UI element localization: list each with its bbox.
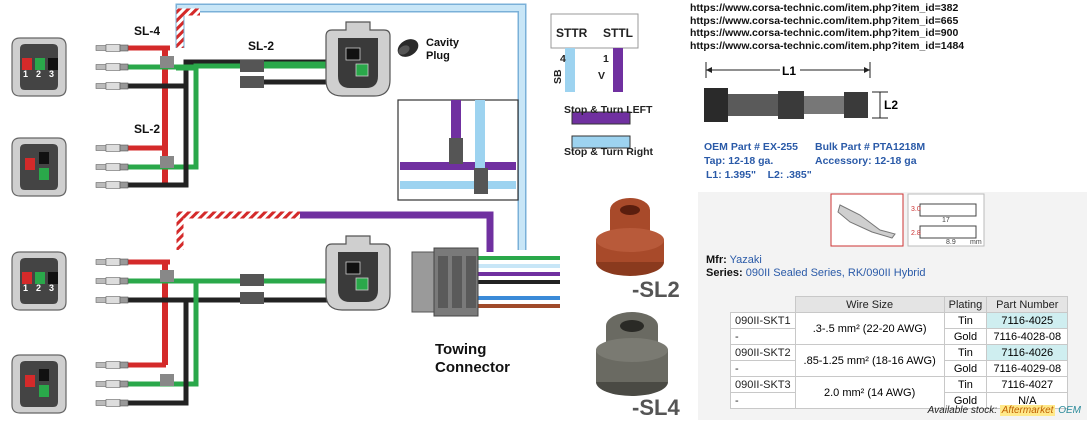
- tool-bulk-part: Bulk Part # PTA1218M: [815, 141, 926, 153]
- stock-label: Available stock:: [927, 405, 997, 416]
- dim-label: 17: [942, 217, 950, 224]
- series-dash: -: [730, 328, 796, 345]
- dim-label: 2.8: [911, 230, 921, 237]
- series-cell: 090II-SKT1: [730, 312, 796, 329]
- parts-table: Wire Size Plating Part Number 090II-SKT1…: [730, 296, 1069, 409]
- part-number-cell[interactable]: 7116-4027: [986, 376, 1069, 393]
- pin-label: 2: [36, 69, 42, 79]
- label-sl2-left: SL-2: [134, 122, 161, 136]
- wire-size-cell: 2.0 mm² (14 AWG): [794, 376, 945, 409]
- legend-sttr: STTR: [556, 26, 588, 40]
- towing-connector-icon: [411, 247, 479, 317]
- pin-label: 3: [49, 69, 55, 79]
- tool-bulk-info: Bulk Part # PTA1218M Accessory: 12-18 ga: [815, 140, 925, 168]
- part-number-cell[interactable]: 7116-4025: [986, 312, 1069, 329]
- table-header-blank: [731, 297, 796, 313]
- tool-tap: Tap: 12-18 ga.: [704, 155, 774, 167]
- plating-cell: Gold: [943, 328, 988, 345]
- dim-label: 8.9: [946, 239, 956, 246]
- tool-accessory: Accessory: 12-18 ga: [815, 155, 917, 167]
- series-cell: 090II-SKT2: [730, 344, 796, 361]
- dim-label: 3.0: [911, 206, 921, 213]
- pin-label: 3: [49, 283, 55, 293]
- tool-oem-info: OEM Part # EX-255 Tap: 12-18 ga.: [704, 140, 798, 168]
- top-harness: [95, 3, 527, 250]
- table-row: 090II-SKT1 .3-.5 mm² (22-20 AWG) Tin 711…: [730, 312, 1069, 345]
- series-label: Series:: [706, 267, 743, 279]
- legend-left-label: Stop & Turn LEFT: [564, 104, 653, 116]
- table-header: Wire Size: [794, 296, 945, 313]
- stock-aftermarket[interactable]: Aftermarket: [999, 405, 1056, 416]
- url-link[interactable]: https://www.corsa-technic.com/item.php?i…: [690, 14, 959, 27]
- reference-urls: https://www.corsa-technic.com/item.php?i…: [690, 2, 964, 52]
- legend-sb: SB: [552, 69, 564, 84]
- url-link[interactable]: https://www.corsa-technic.com/item.php?i…: [690, 2, 959, 14]
- series-cell: 090II-SKT3: [730, 376, 796, 393]
- pin-label: 1: [23, 69, 29, 79]
- legend-sttl: STTL: [603, 26, 633, 40]
- plating-cell: Tin: [943, 312, 988, 329]
- legend-right-label: Stop & Turn Right: [564, 146, 654, 158]
- table-header: Plating: [943, 296, 988, 313]
- cavity-plug-icon: [397, 39, 419, 57]
- splice-inset: [397, 99, 519, 201]
- pin-label: 1: [23, 283, 29, 293]
- series-dash: -: [730, 392, 796, 409]
- label-cavity-plug: Cavity Plug: [426, 37, 460, 62]
- label-sl2-mid: SL-2: [248, 39, 275, 53]
- url-link[interactable]: https://www.corsa-technic.com/item.php?i…: [690, 27, 959, 39]
- wire-size-cell: .85-1.25 mm² (18-16 AWG): [794, 344, 945, 377]
- table-row: 090II-SKT2 .85-1.25 mm² (18-16 AWG) Tin …: [730, 344, 1069, 377]
- part-number-cell[interactable]: 7116-4026: [986, 344, 1069, 361]
- mfr-label: Mfr:: [706, 254, 727, 266]
- part-number-cell[interactable]: N/A: [986, 392, 1069, 409]
- plating-cell: Gold: [943, 392, 988, 409]
- terminal-drawing: [907, 193, 985, 247]
- terminal-photo: [830, 193, 904, 247]
- stock-oem[interactable]: OEM: [1058, 405, 1081, 416]
- table-row: 090II-SKT3 2.0 mm² (14 AWG) Tin 7116-402…: [730, 376, 1069, 409]
- series-line: Series: 090II Sealed Series, RK/090II Hy…: [706, 267, 926, 279]
- part-number-cell[interactable]: 7116-4028-08: [986, 328, 1069, 345]
- tool-l1: L1: [782, 64, 797, 78]
- plating-cell: Tin: [943, 376, 988, 393]
- wire-legend: [550, 13, 639, 149]
- middle-connector-top: [325, 21, 391, 97]
- dim-label: mm: [970, 239, 982, 246]
- seal-sl4-icon: [596, 312, 668, 396]
- series-dash: -: [730, 360, 796, 377]
- available-stock: Available stock: Aftermarket OEM: [928, 405, 1081, 416]
- legend-v: V: [598, 70, 606, 82]
- tool-oem-part: OEM Part # EX-255: [704, 141, 798, 153]
- label-sl4: SL-4: [134, 24, 161, 38]
- tool-l2: L2: [884, 98, 899, 112]
- table-row: - Gold N/A: [730, 392, 1069, 409]
- bottom-harness: [95, 211, 560, 407]
- series-value[interactable]: 090II Sealed Series, RK/090II Hybrid: [745, 267, 926, 279]
- lamp-connector-3: [11, 251, 67, 311]
- part-number-cell[interactable]: 7116-4029-08: [986, 360, 1069, 377]
- plating-cell: Gold: [943, 360, 988, 377]
- plating-cell: Tin: [943, 344, 988, 361]
- url-link[interactable]: https://www.corsa-technic.com/item.php?i…: [690, 39, 965, 52]
- pin-label: 2: [36, 283, 42, 293]
- lamp-connector-1: [11, 37, 67, 97]
- label-seal-sl4: -SL4: [632, 395, 680, 420]
- tool-dims: L1: 1.395" L2: .385": [706, 169, 812, 181]
- mfr-line: Mfr: Yazaki: [706, 254, 762, 266]
- table-header: Part Number: [986, 296, 1069, 313]
- mfr-value[interactable]: Yazaki: [729, 254, 762, 266]
- tap-tool-icon: [704, 62, 888, 122]
- middle-connector-bottom: [325, 235, 391, 311]
- legend-pin-right: 1: [603, 53, 609, 65]
- label-towing-connector: Towing Connector: [435, 341, 510, 376]
- label-seal-sl2: -SL2: [632, 277, 680, 302]
- lamp-connector-4: [11, 354, 67, 414]
- table-header-row: Wire Size Plating Part Number: [731, 296, 1069, 313]
- wire-size-cell: .3-.5 mm² (22-20 AWG): [794, 312, 945, 345]
- seal-sl2-icon: [596, 198, 664, 276]
- legend-pin-left: 4: [560, 53, 566, 65]
- lamp-connector-2: [11, 137, 67, 197]
- table-row: - Gold 7116-4029-08: [730, 360, 1069, 377]
